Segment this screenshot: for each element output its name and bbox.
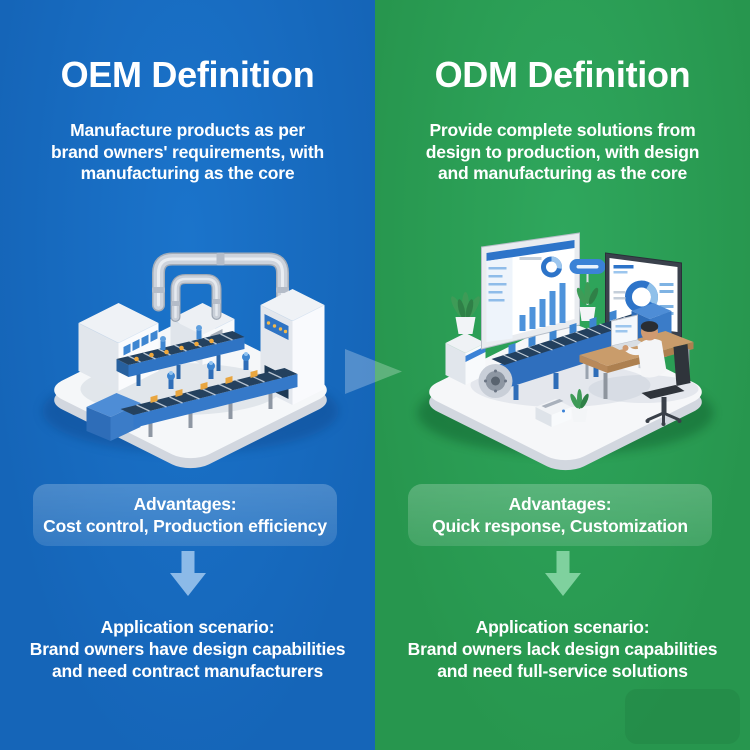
oem-description: Manufacture products as per brand owners… xyxy=(0,120,375,185)
oem-scenario: Application scenario: Brand owners have … xyxy=(0,616,375,682)
odm-description: Provide complete solutions from design t… xyxy=(375,120,750,185)
printer xyxy=(535,399,571,427)
oem-title: OEM Definition xyxy=(60,54,315,95)
oem-description-line: Manufacture products as per xyxy=(70,120,305,140)
scenario-line: Brand owners have design capabilities xyxy=(29,639,346,659)
person xyxy=(622,321,666,378)
badge-sign xyxy=(569,259,605,321)
workspace-illustration xyxy=(395,213,730,478)
odm-title: ODM Definition xyxy=(434,54,691,95)
scenario-label: Application scenario: xyxy=(475,617,650,637)
factory-pipes xyxy=(151,252,289,322)
advantages-value: Cost control, Production efficiency xyxy=(43,516,327,536)
small-plant xyxy=(569,389,589,422)
laptop xyxy=(610,314,645,350)
conveyor-upper xyxy=(116,325,244,386)
scenario-label: Application scenario: xyxy=(100,617,275,637)
odm-description-line: Provide complete solutions from xyxy=(429,120,696,140)
oem-panel: OEM Definition Manufacture products as p… xyxy=(0,0,375,750)
advantages-label: Advantages: xyxy=(508,494,612,514)
factory-illustration xyxy=(20,213,355,478)
oem-advantages-box: Advantages: Cost control, Production eff… xyxy=(33,484,337,546)
scenario-line: and need contract manufacturers xyxy=(52,661,323,681)
oem-description-line: manufacturing as the core xyxy=(80,163,295,183)
office-chair xyxy=(641,344,690,426)
down-arrow-icon xyxy=(169,551,206,596)
potted-plant xyxy=(576,282,598,305)
odm-panel: ODM Definition Provide complete solution… xyxy=(375,0,750,750)
odm-description-line: and manufacturing as the core xyxy=(438,163,687,183)
production-machine xyxy=(478,303,671,400)
odm-description-line: design to production, with design xyxy=(425,141,700,162)
odm-scenario: Application scenario: Brand owners lack … xyxy=(375,616,750,682)
conveyor-main xyxy=(86,352,297,441)
potted-plant xyxy=(450,292,480,319)
watermark-blob xyxy=(625,689,740,744)
down-arrow-icon xyxy=(544,551,581,596)
scenario-line: and need full-service solutions xyxy=(437,661,688,681)
oem-description-line: brand owners' requirements, with xyxy=(51,141,324,162)
advantages-label: Advantages: xyxy=(133,494,237,514)
odm-advantages-box: Advantages: Quick response, Customizatio… xyxy=(408,484,712,546)
advantages-value: Quick response, Customization xyxy=(432,516,688,536)
scenario-line: Brand owners lack design capabilities xyxy=(407,639,718,659)
plant-pedestal xyxy=(445,292,485,385)
